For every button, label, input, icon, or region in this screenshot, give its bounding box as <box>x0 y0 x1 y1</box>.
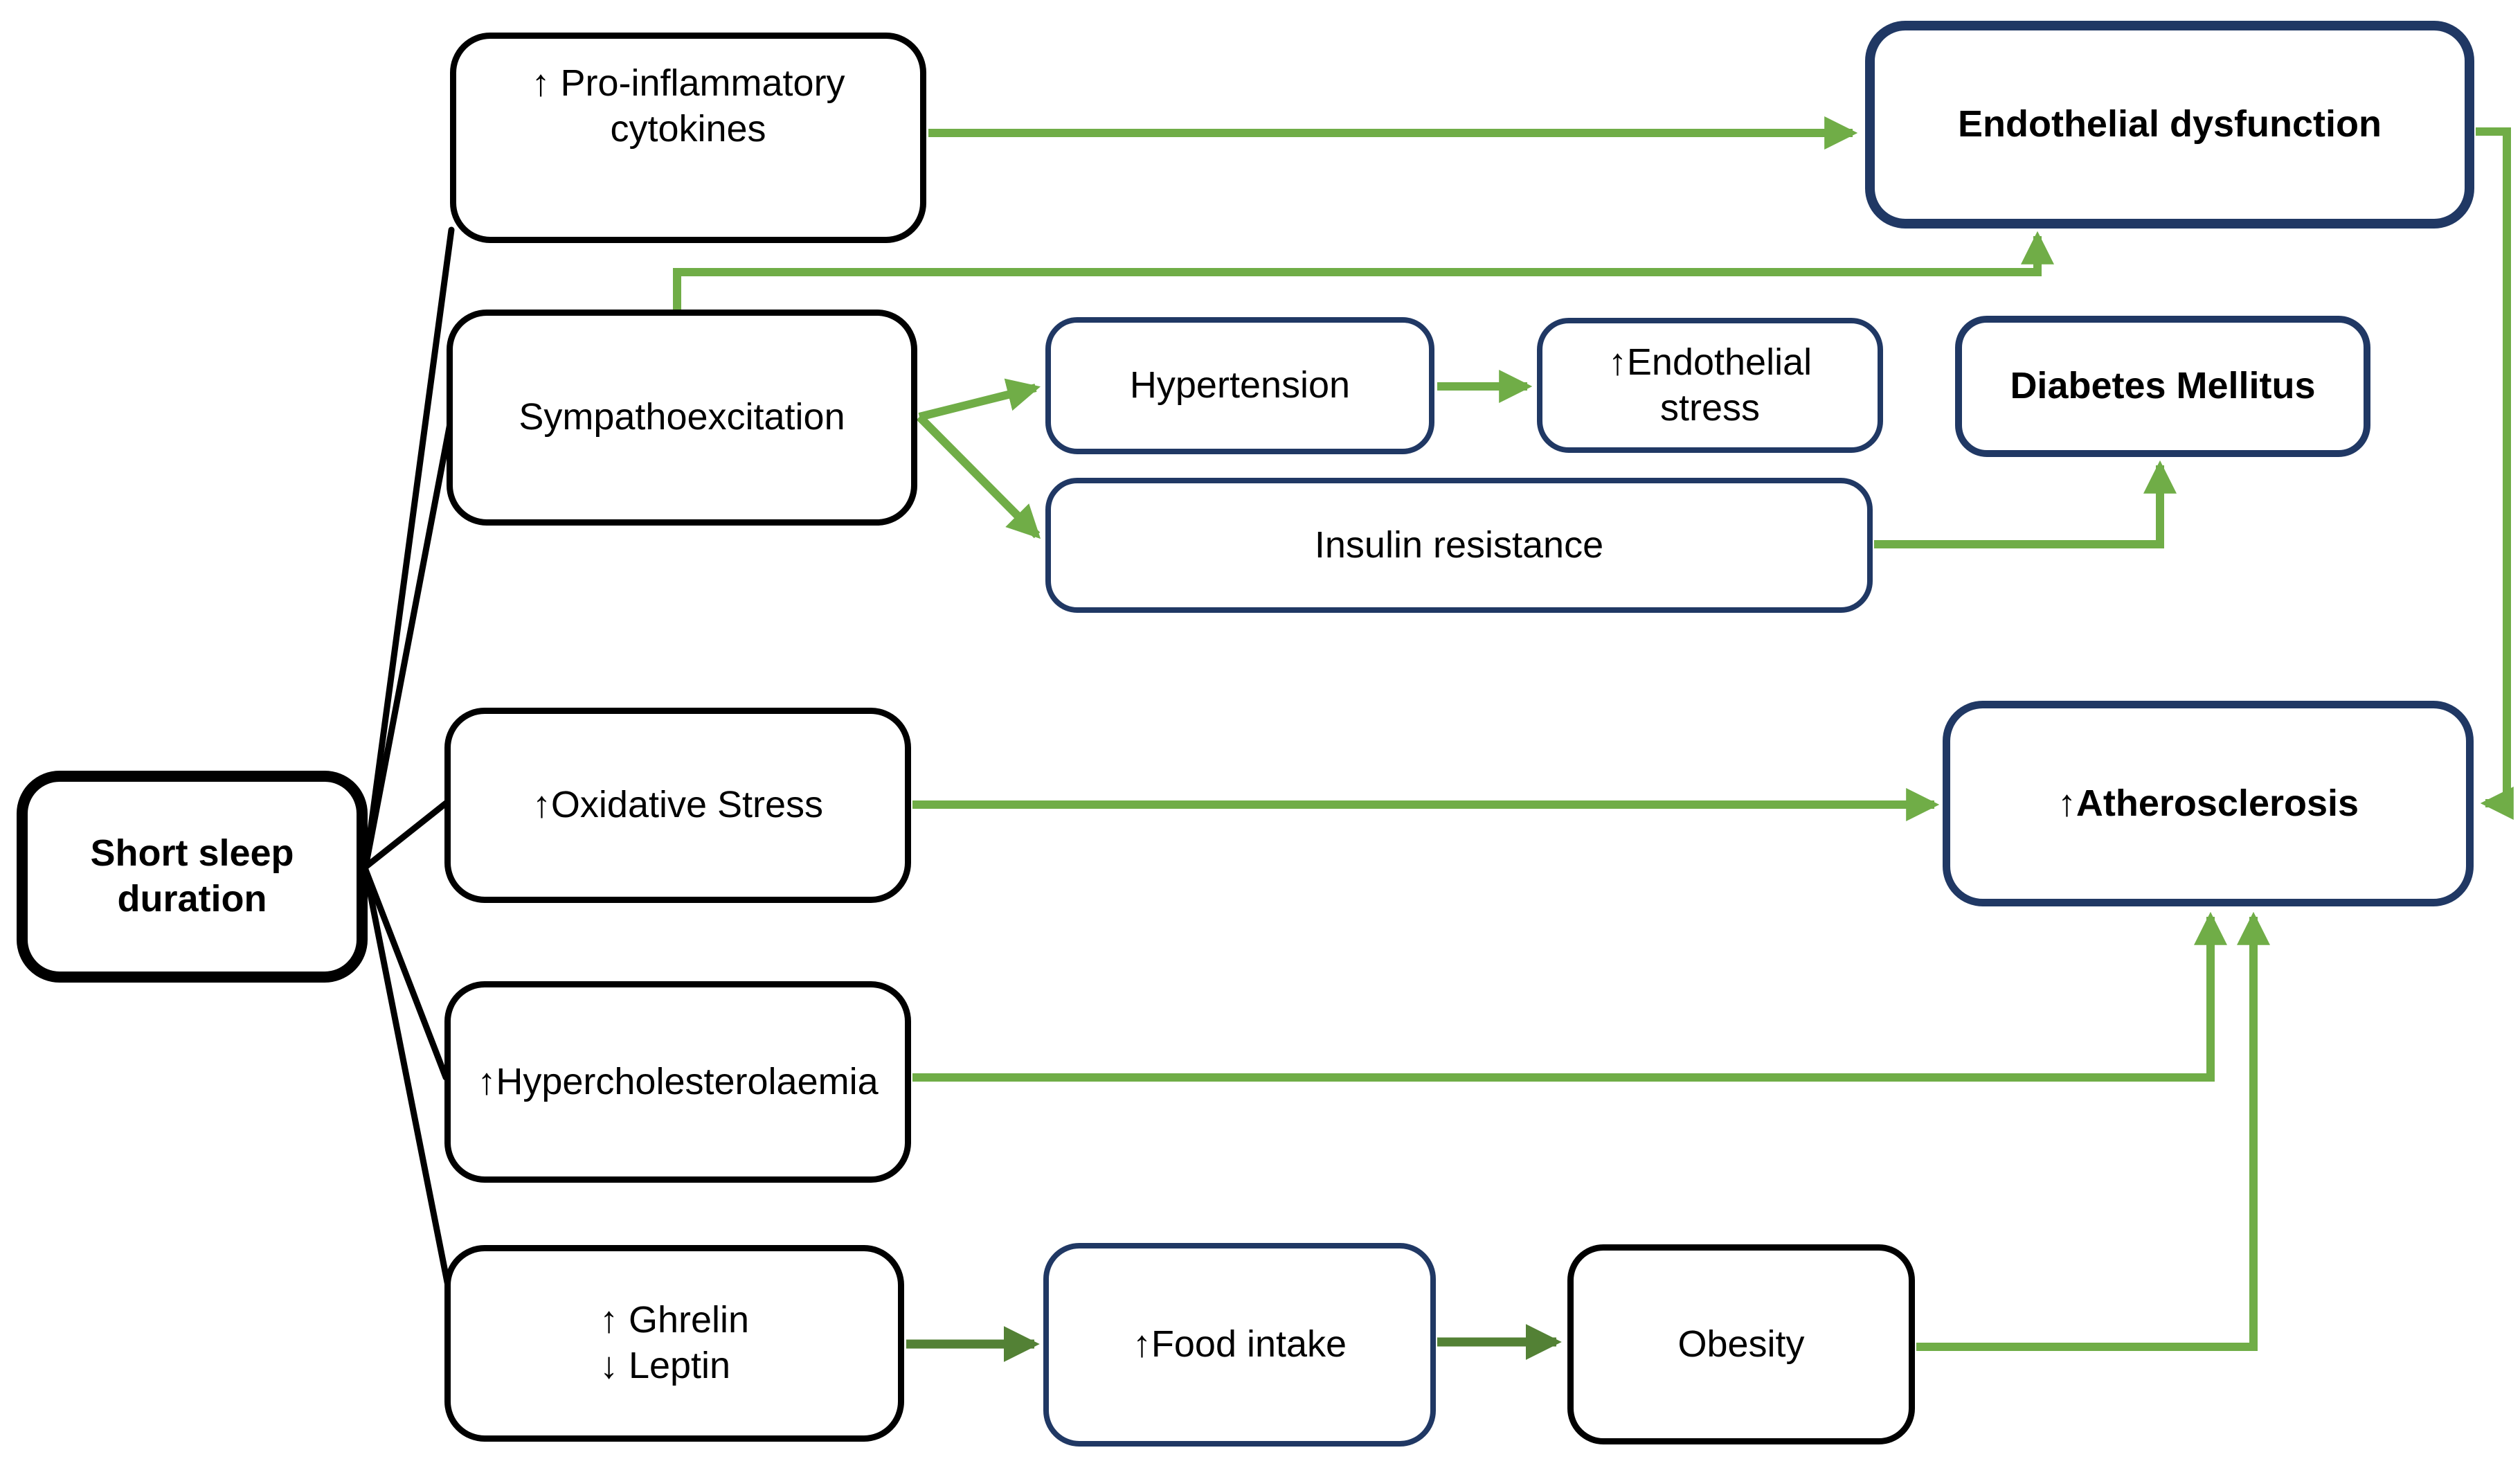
node-pro-inflammatory-cytokines-label: ↑ Pro-inflammatory cytokines <box>531 62 845 150</box>
node-obesity-label: Obesity <box>1677 1323 1805 1365</box>
dark-green-arrows-group <box>906 1324 1562 1362</box>
node-endothelial-stress-label: ↑Endothelial stress <box>1608 341 1812 429</box>
edge-sympatho-hypertension <box>918 378 1041 421</box>
node-diabetes-mellitus: Diabetes Mellitus <box>1955 316 2370 457</box>
edge-endodys-athero <box>2476 127 2514 820</box>
node-hypertension-label: Hypertension <box>1129 364 1351 406</box>
node-diabetes-mellitus-label: Diabetes Mellitus <box>2010 365 2316 407</box>
edge-shortsleep-sympatho <box>362 420 453 870</box>
edge-obesity-athero <box>1916 911 2270 1351</box>
edge-shortsleep-cytokines <box>362 226 455 870</box>
node-sympathoexcitation: Sympathoexcitation <box>447 310 917 526</box>
node-hypercholesterolaemia: ↑Hypercholesterolaemia <box>444 981 911 1183</box>
edge-sympatho-insulin <box>916 413 1041 539</box>
node-obesity: Obesity <box>1567 1244 1915 1444</box>
node-endothelial-dysfunction-label: Endothelial dysfunction <box>1957 103 2382 145</box>
node-endothelial-stress: ↑Endothelial stress <box>1537 318 1883 453</box>
green-arrows-group <box>673 116 2514 1351</box>
node-hypertension: Hypertension <box>1045 317 1434 454</box>
node-food-intake-label: ↑Food intake <box>1132 1323 1347 1366</box>
edge-hyperchol-athero <box>912 911 2227 1082</box>
node-short-sleep-duration: Short sleep duration <box>17 771 368 983</box>
node-insulin-resistance-label: Insulin resistance <box>1314 523 1604 566</box>
edge-sympatho-endodys <box>673 231 2054 310</box>
node-food-intake: ↑Food intake <box>1043 1243 1436 1447</box>
edge-shortsleep-hyperchol <box>362 866 449 1081</box>
node-short-sleep-duration-label: Short sleep duration <box>90 832 294 920</box>
node-ghrelin-leptin-label: ↑ Ghrelin ↓ Leptin <box>599 1299 750 1386</box>
node-sympathoexcitation-label: Sympathoexcitation <box>519 396 845 438</box>
edge-insulin-diabetes <box>1874 460 2177 548</box>
node-oxidative-stress: ↑Oxidative Stress <box>444 708 911 903</box>
node-ghrelin-leptin: ↑ Ghrelin ↓ Leptin <box>444 1245 904 1442</box>
node-insulin-resistance: Insulin resistance <box>1045 478 1873 613</box>
node-endothelial-dysfunction: Endothelial dysfunction <box>1865 21 2474 229</box>
fan-lines-group <box>362 226 455 1307</box>
edge-shortsleep-ghrelin <box>362 866 455 1307</box>
node-hypercholesterolaemia-label: ↑Hypercholesterolaemia <box>477 1060 879 1102</box>
node-atherosclerosis: ↑Atherosclerosis <box>1943 701 2474 906</box>
node-pro-inflammatory-cytokines: ↑ Pro-inflammatory cytokines <box>450 33 926 243</box>
node-oxidative-stress-label: ↑Oxidative Stress <box>532 784 824 826</box>
edge-shortsleep-oxidative <box>362 800 449 870</box>
node-atherosclerosis-label: ↑Atherosclerosis <box>2057 782 2359 824</box>
